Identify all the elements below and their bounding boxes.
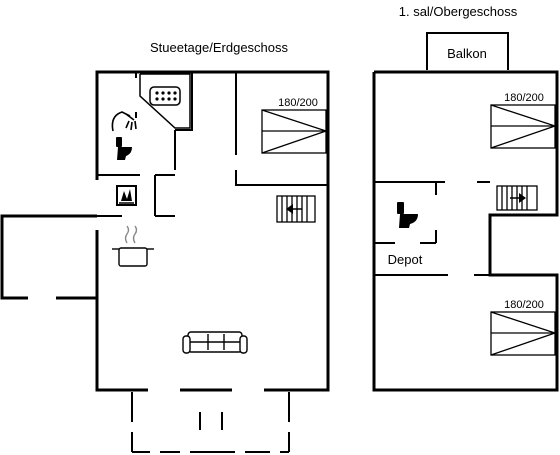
bathtub-counter [139,73,191,129]
cooking-pot-icon [112,225,154,267]
toilet-icon [116,137,132,160]
stair-arrow-icon-upper [510,193,526,203]
bathtub-icon [149,86,181,106]
ground-floor-outer-walls [95,70,330,392]
ground-floor: Stueetage/Erdgeschoss [0,40,330,453]
bed-size-label-top: 180/200 [504,92,544,104]
balcony: Balkon [426,32,509,70]
shower-icon [111,111,137,132]
upper-floor-title: 1. sal/Obergeschoss [399,4,518,19]
bed-size-label: 180/200 [278,97,318,109]
ground-floor-interior-walls [97,72,328,217]
depot-label: Depot [388,252,423,267]
sofa-icon [182,331,248,354]
toilet-icon-upper [397,202,418,228]
bed-upper-bottom: 180/200 [490,299,558,356]
stair-arrow-icon [286,204,302,214]
upper-floor: 1. sal/Obergeschoss Balkon Depot [372,4,559,392]
bed-ground: 180/200 [261,97,329,154]
terrace-outline [131,392,290,453]
ground-floor-title: Stueetage/Erdgeschoss [150,40,289,55]
upper-floor-interior-walls [374,181,490,276]
balcony-label: Balkon [447,46,487,61]
bed-upper-top: 180/200 [490,92,558,149]
stove-icon [116,185,137,206]
left-annex-walls [0,214,97,300]
bed-size-label-bottom: 180/200 [504,299,544,311]
